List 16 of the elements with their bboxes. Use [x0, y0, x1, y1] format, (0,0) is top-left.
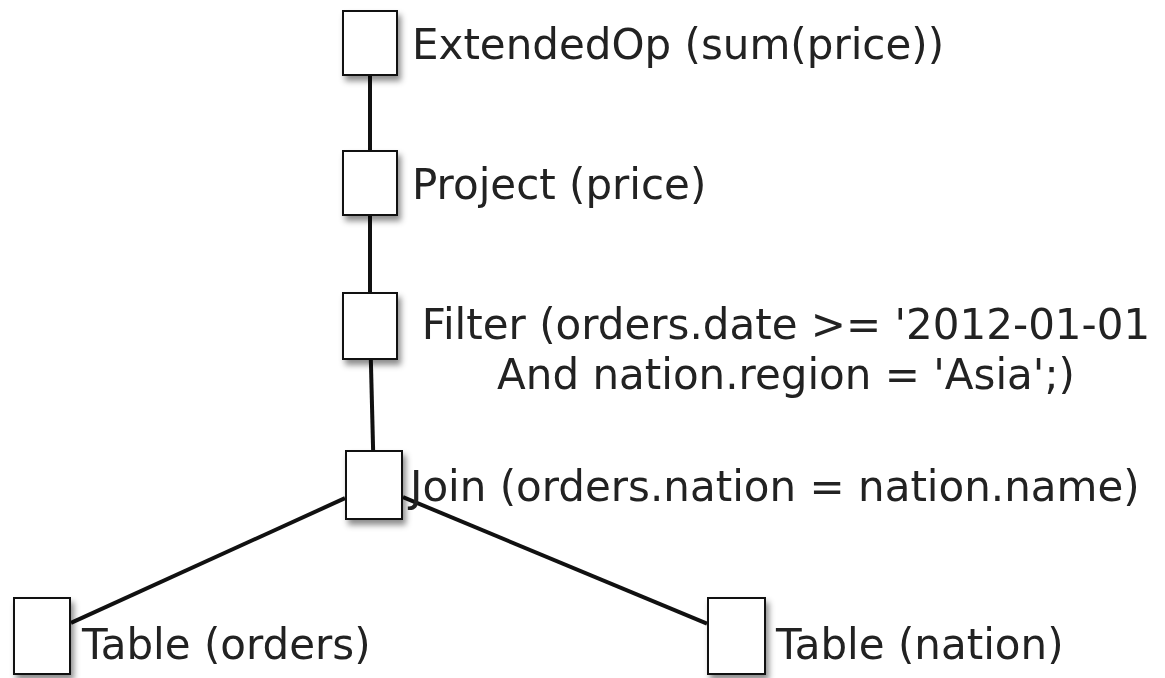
operator-label: Table (nation) [776, 620, 1064, 670]
operator-box [342, 292, 398, 360]
operator-box [342, 10, 398, 76]
operator-box [342, 150, 398, 216]
connector-line [70, 496, 346, 625]
connector-line [368, 216, 372, 292]
operator-box [13, 597, 71, 675]
connector-line [368, 359, 376, 451]
operator-box [707, 597, 766, 675]
connector-line [402, 495, 708, 626]
operator-label: Project (price) [412, 160, 707, 210]
operator-label: Table (orders) [82, 620, 371, 670]
operator-label: Filter (orders.date >= '2012-01-01 And nation.region = 'Asia';) [420, 300, 1152, 400]
operator-box [345, 450, 403, 520]
operator-label: ExtendedOp (sum(price)) [412, 20, 945, 70]
connector-line [368, 76, 372, 150]
